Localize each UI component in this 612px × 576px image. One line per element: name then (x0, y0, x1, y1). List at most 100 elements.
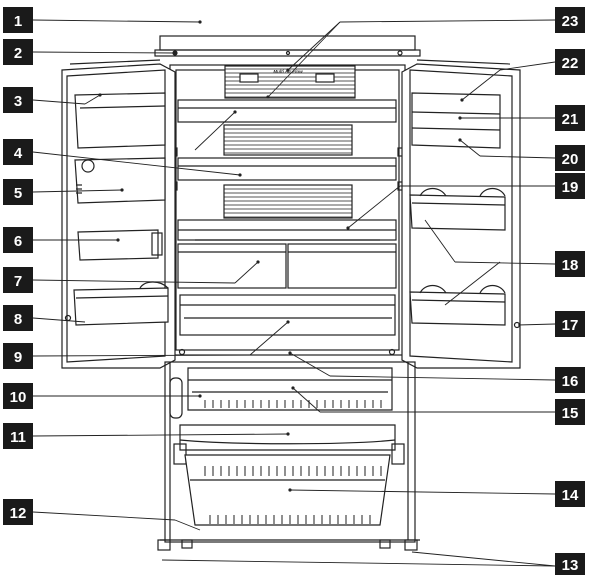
callout-19-number: 19 (562, 179, 579, 196)
line-art (61, 35, 521, 551)
leader-3b (84, 94, 101, 105)
upper-hinge (154, 49, 421, 57)
leader-22a (499, 61, 556, 71)
leveling-leg-right (404, 539, 418, 551)
freezer-slide-right (391, 443, 405, 465)
dot-15 (291, 386, 295, 390)
right-door-bin-upper-rim (411, 202, 506, 206)
leader-12b (174, 519, 201, 531)
leader-12a (32, 511, 176, 521)
leader-7a (32, 279, 236, 284)
dot-5 (120, 188, 124, 192)
leader-lines (32, 19, 556, 567)
dot-7 (256, 260, 260, 264)
leader-23c (287, 21, 341, 71)
callout-8-number: 8 (14, 311, 22, 328)
callout-10-number: 10 (10, 389, 27, 406)
leveling-leg-left (157, 539, 171, 551)
freezer-side-rail (169, 377, 183, 419)
left-dairy-bin (74, 92, 166, 149)
leader-7b (234, 261, 259, 284)
callout-21: 21 (555, 105, 585, 131)
callout-18-number: 18 (562, 257, 579, 274)
callout-16-number: 16 (562, 373, 579, 390)
screw-left (178, 348, 186, 356)
callout-5: 5 (3, 179, 33, 205)
leader-1 (32, 19, 201, 23)
vent-cap-left (239, 73, 259, 83)
dot-6 (116, 238, 120, 242)
crisper-left (177, 243, 287, 289)
callout-13-number: 13 (562, 557, 579, 574)
vent-label: Multi Air Flow (273, 69, 303, 74)
right-bin-lower-handle-2 (479, 284, 506, 294)
leader-18b (424, 219, 456, 263)
dispenser-lever (151, 232, 163, 256)
screw-right (388, 348, 396, 356)
callout-4: 4 (3, 139, 33, 165)
dot-20 (458, 138, 462, 142)
ice-bin-knob (81, 159, 95, 173)
callout-12: 12 (3, 499, 33, 525)
vent-cap-right (315, 73, 335, 83)
leader-17 (517, 323, 556, 326)
top-hinge-cover (159, 35, 416, 51)
middle-freezer-drawer (179, 424, 396, 451)
callout-7-number: 7 (14, 273, 22, 290)
leader-23b (267, 21, 341, 98)
leader-13b (411, 551, 556, 567)
leader-20b (459, 139, 481, 157)
dispenser-housing (77, 229, 159, 261)
callout-22-number: 22 (562, 55, 579, 72)
leader-14 (289, 489, 556, 495)
leader-16b (289, 352, 331, 377)
left-door-top (69, 59, 161, 65)
dot-14 (288, 488, 292, 492)
callout-15-number: 15 (562, 405, 579, 422)
dot-4a (238, 173, 242, 177)
freezer-cabinet (164, 361, 416, 543)
right-door-bin-lower (409, 291, 506, 326)
left-door-bin-rim (75, 295, 169, 299)
left-dairy-bin-rim (79, 105, 166, 109)
callout-3: 3 (3, 87, 33, 113)
callout-5-number: 5 (14, 185, 22, 202)
shelf-middle (177, 157, 397, 181)
dot-9 (286, 320, 290, 324)
right-door-top (416, 59, 511, 65)
leader-5 (32, 189, 123, 193)
roller-left (181, 539, 193, 549)
callout-22: 22 (555, 49, 585, 75)
leader-11 (32, 433, 289, 437)
middle-freezer-drawer-curve (179, 439, 396, 445)
pantry-drawer (179, 294, 396, 336)
dot-19 (346, 226, 350, 230)
right-door-liner (409, 69, 513, 363)
right-dairy-bin (411, 92, 501, 149)
leader-20a (479, 155, 556, 159)
right-bin-lower-handle-1 (419, 284, 447, 294)
lower-freezer-basket (184, 454, 391, 526)
dot-21 (458, 116, 462, 120)
callout-12-number: 12 (10, 505, 27, 522)
dot-11 (286, 432, 290, 436)
right-door-bin-lower-rim (411, 299, 506, 303)
leader-15b (292, 387, 321, 413)
dot-23 (266, 95, 270, 99)
right-door-bin-upper (409, 194, 506, 231)
right-dairy-divider-1 (411, 111, 501, 115)
callout-15: 15 (555, 399, 585, 425)
right-dairy-divider-2 (411, 127, 501, 131)
dot-23b (286, 68, 290, 72)
callout-20-number: 20 (562, 151, 579, 168)
right-bin-upper-handle-1 (419, 187, 447, 197)
callout-11: 11 (3, 423, 33, 449)
callout-11-number: 11 (10, 429, 26, 446)
leader-2 (32, 51, 176, 54)
callout-13: 13 (555, 553, 585, 575)
dot-3 (98, 93, 102, 97)
freezer-slide-left (173, 443, 187, 465)
right-bin-upper-handle-2 (479, 187, 506, 197)
